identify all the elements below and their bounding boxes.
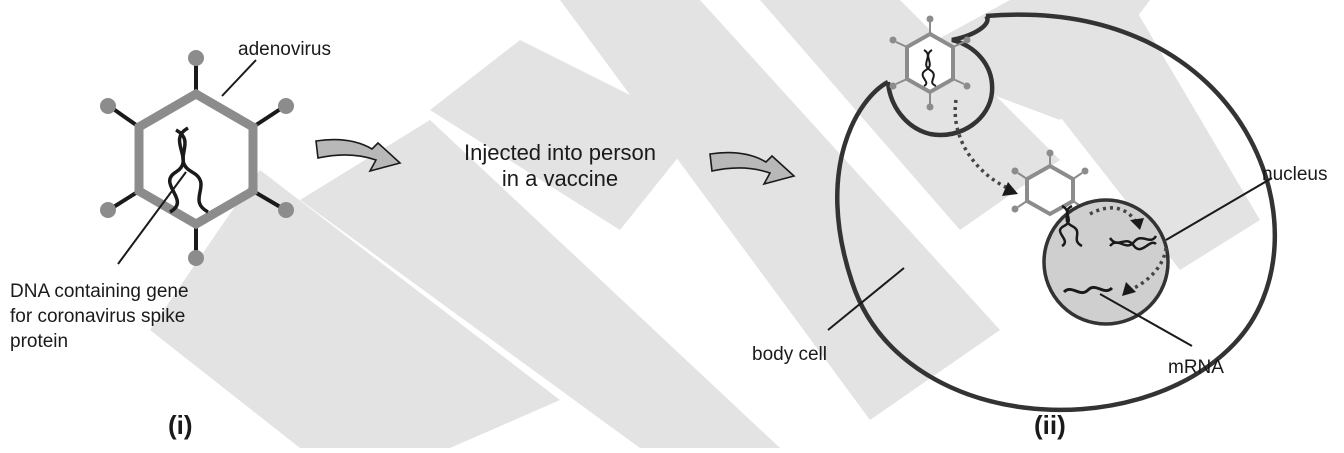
body-cell-label: body cell [752,343,827,366]
panel-label-ii: (ii) [1034,414,1066,437]
adenovirus-label: adenovirus [238,38,331,61]
nucleus-icon [1044,200,1168,324]
step-label-line1: Injected into person [420,140,700,166]
step-label-line2: in a vaccine [420,166,700,192]
adenovirus-pointer [222,60,256,96]
mrna-label: mRNA [1168,356,1224,379]
dna-pointer [118,172,186,264]
dna-label-line3: protein [10,330,68,353]
dna-helix-icon [170,128,208,212]
nucleus-label: nucleus [1262,163,1328,186]
dna-label-line2: for coronavirus spike [10,305,185,328]
panel-label-i: (i) [168,414,193,437]
dna-label-line1: DNA containing gene [10,280,189,303]
